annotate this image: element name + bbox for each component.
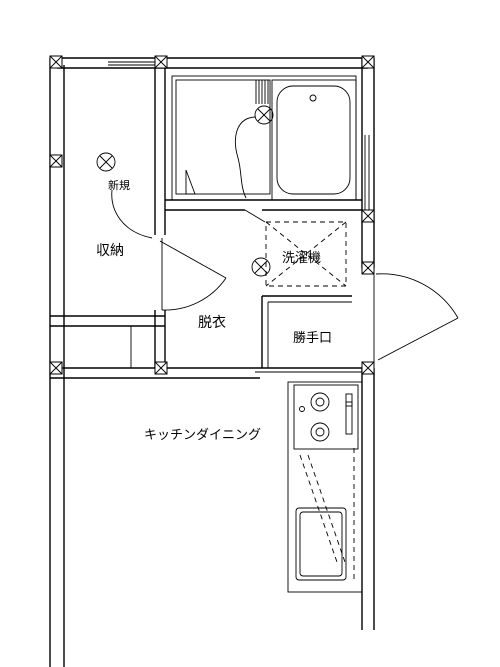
room-label-service-entrance: 勝手口 [293, 331, 332, 346]
stove [293, 384, 359, 450]
bathtub-basin [276, 85, 351, 195]
wiring [111, 189, 153, 239]
ceiling-light-icon [251, 257, 271, 277]
doors [159, 238, 459, 362]
grill [345, 393, 353, 435]
door-swing [161, 277, 227, 311]
new-light-label: 新規 [108, 178, 130, 192]
stove-knob [299, 406, 305, 412]
washer-area: 洗濯機 [251, 221, 347, 287]
sink [295, 507, 347, 581]
door-swing [375, 273, 459, 319]
room-label-kitchen-dining: キッチンダイニング [144, 428, 261, 443]
vent-hatch [255, 80, 269, 104]
column [154, 361, 168, 375]
storage-room: 新規 収納 [96, 152, 153, 259]
room-label-storage: 収納 [96, 243, 124, 259]
column [49, 154, 63, 168]
room-label-dressing: 脱衣 [198, 315, 226, 331]
column [361, 361, 375, 375]
ceiling-light-icon [96, 152, 116, 172]
bathtub [271, 79, 357, 201]
bathroom [171, 75, 357, 201]
column [361, 209, 375, 223]
kitchen-counter [287, 381, 363, 593]
burner-icon [310, 422, 330, 442]
column [49, 55, 63, 69]
column [361, 261, 375, 275]
column [49, 361, 63, 375]
bathtub-drain [309, 94, 317, 102]
column [361, 55, 375, 69]
column [154, 55, 168, 69]
burner-icon [310, 392, 330, 412]
room-label-washer: 洗濯機 [282, 251, 321, 266]
ceiling-light-icon [254, 105, 274, 125]
shower-mark [185, 169, 196, 195]
columns [49, 55, 375, 375]
